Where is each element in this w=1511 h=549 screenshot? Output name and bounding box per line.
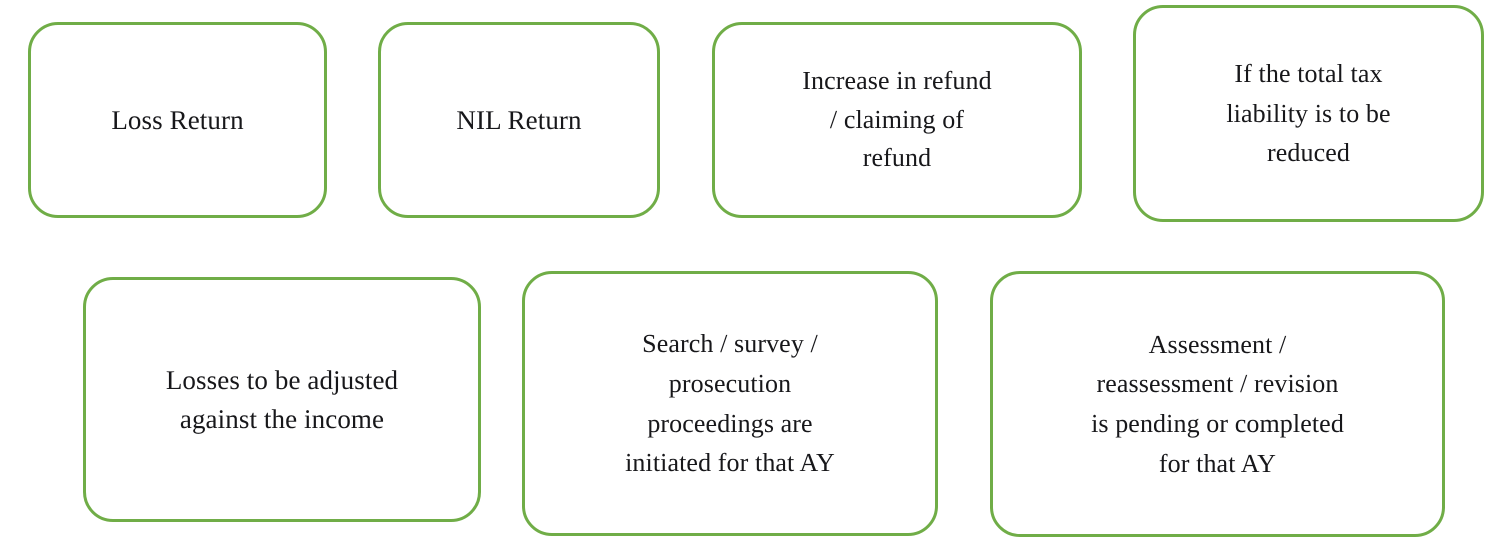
- node-reduce-tax-liability[interactable]: If the total tax liability is to be redu…: [1133, 5, 1484, 222]
- node-assessment-reassessment-revision-label: Assessment / reassessment / revision is …: [1091, 329, 1344, 478]
- node-nil-return-label: NIL Return: [456, 104, 582, 135]
- node-losses-to-be-adjusted-label: Losses to be adjusted against the income: [165, 364, 399, 434]
- node-loss-return-label: Loss Return: [111, 104, 244, 135]
- node-loss-return[interactable]: Loss Return: [28, 22, 327, 218]
- node-assessment-reassessment-revision[interactable]: Assessment / reassessment / revision is …: [990, 271, 1445, 537]
- node-search-survey-prosecution-label: Search / survey / prosecution proceeding…: [625, 329, 835, 478]
- node-nil-return[interactable]: NIL Return: [378, 22, 660, 218]
- node-search-survey-prosecution[interactable]: Search / survey / prosecution proceeding…: [522, 271, 938, 536]
- node-increase-in-refund[interactable]: Increase in refund / claiming of refund: [712, 22, 1082, 218]
- node-increase-in-refund-label: Increase in refund / claiming of refund: [802, 66, 992, 173]
- node-reduce-tax-liability-label: If the total tax liability is to be redu…: [1226, 59, 1391, 168]
- node-losses-to-be-adjusted[interactable]: Losses to be adjusted against the income: [83, 277, 481, 522]
